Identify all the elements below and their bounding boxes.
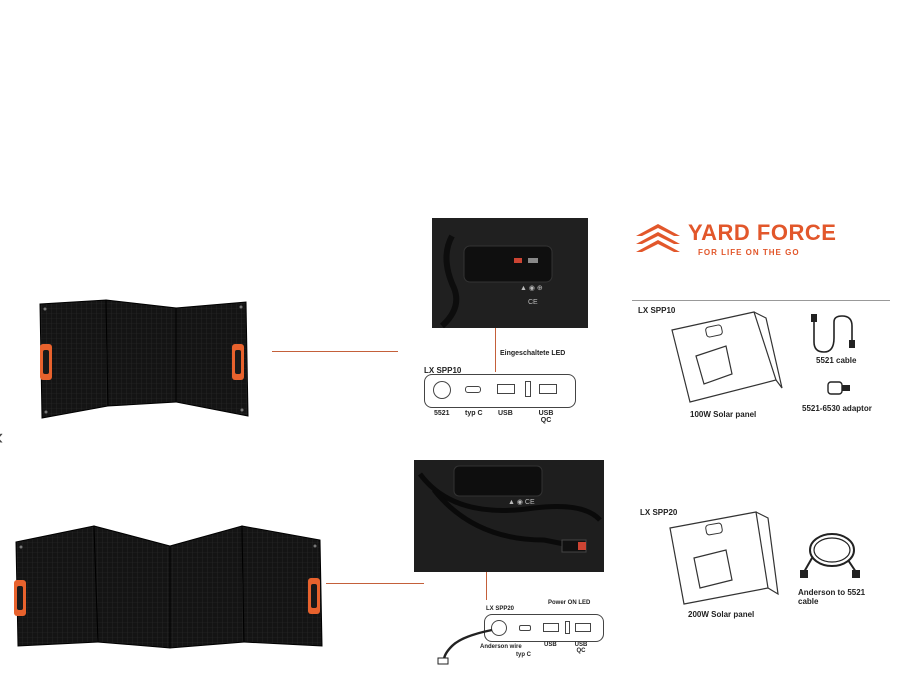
solar-panel-100w-image bbox=[39, 299, 249, 419]
prev-arrow-icon[interactable]: ‹ bbox=[0, 424, 3, 450]
solar-panel-outline-200w-image bbox=[669, 511, 779, 605]
connector-line bbox=[486, 572, 487, 600]
controller-photo-spp20: ▲ ◉ CE bbox=[414, 460, 604, 572]
cable-5521-icon bbox=[811, 314, 855, 353]
dc-5521-port-icon bbox=[433, 381, 451, 399]
port-label: USB QC bbox=[574, 642, 588, 654]
model-label-spp10: LX SPP10 bbox=[424, 366, 462, 375]
model-label-spp10-kit: LX SPP10 bbox=[638, 306, 676, 315]
svg-text:▲ ◉ CE: ▲ ◉ CE bbox=[508, 499, 535, 506]
usb-qc-port-icon bbox=[539, 384, 557, 394]
usb-c-port-icon bbox=[519, 625, 531, 631]
usb-qc-port-icon bbox=[575, 623, 591, 632]
svg-text:CE: CE bbox=[528, 299, 538, 306]
controller-diagram-spp10 bbox=[424, 374, 576, 408]
yardforce-logo-icon bbox=[636, 224, 680, 252]
panel-caption-200w: 200W Solar panel bbox=[688, 610, 755, 619]
connector-line bbox=[272, 351, 398, 352]
port-label: typ C bbox=[465, 410, 483, 417]
port-label: 5521 bbox=[434, 410, 450, 417]
model-label-spp20-kit: LX SPP20 bbox=[640, 508, 678, 517]
cable-caption-5521: 5521 cable bbox=[816, 356, 857, 365]
adaptor-icon bbox=[827, 381, 850, 395]
led-label-spp20: Power ON LED bbox=[548, 600, 591, 606]
usb-port-icon bbox=[497, 384, 515, 394]
connector-line bbox=[326, 583, 424, 584]
port-label: USB QC bbox=[538, 410, 554, 424]
led-label-spp10: Eingeschaltete LED bbox=[500, 350, 566, 357]
port-label: USB bbox=[498, 410, 513, 417]
anderson-wire-icon bbox=[437, 628, 493, 665]
cable-caption-anderson: Anderson to 5521 cable bbox=[798, 588, 866, 606]
port-label: typ C bbox=[516, 652, 531, 658]
connector-line bbox=[495, 328, 496, 372]
adaptor-caption: 5521-6530 adaptor bbox=[802, 404, 872, 413]
port-label: Anderson wire bbox=[480, 644, 522, 650]
controller-diagram-spp20 bbox=[484, 614, 604, 642]
solar-panel-200w-image bbox=[14, 525, 323, 649]
controller-photo-spp10: ▲ ◉ ⊕ CE bbox=[432, 218, 588, 328]
led-icon bbox=[565, 621, 570, 634]
panel-caption-100w: 100W Solar panel bbox=[690, 410, 757, 419]
usb-c-port-icon bbox=[465, 386, 481, 393]
led-icon bbox=[525, 381, 531, 397]
port-label: USB bbox=[544, 642, 557, 648]
anderson-port-icon bbox=[491, 620, 507, 636]
brand-tagline: FOR LIFE ON THE GO bbox=[698, 248, 800, 257]
solar-panel-outline-100w-image bbox=[671, 311, 783, 403]
usb-port-icon bbox=[543, 623, 559, 632]
model-label-spp20: LX SPP20 bbox=[486, 606, 515, 612]
brand-name: YARD FORCE bbox=[688, 220, 837, 245]
svg-text:▲ ◉ ⊕: ▲ ◉ ⊕ bbox=[520, 285, 543, 292]
divider bbox=[632, 300, 890, 301]
anderson-cable-icon bbox=[800, 533, 860, 578]
